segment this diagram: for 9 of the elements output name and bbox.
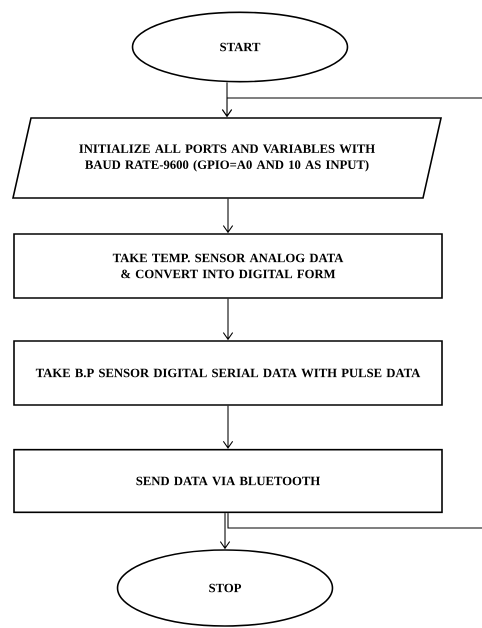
- input-parallelogram: INITIALIZE ALL PORTS AND VARIABLES WITH BAUD RATE-9600 (GPIO=A0 AND 10 AS INPUT): [12, 117, 442, 199]
- arrow: [222, 198, 234, 234]
- process-box: SEND DATA VIA BLUETOOTH: [13, 448, 443, 514]
- process-box: TAKE TEMP. SENSOR ANALOG DATA & CONVERT INTO DIGITAL FORM: [13, 233, 443, 299]
- arrow: [222, 298, 234, 340]
- arrow: [222, 97, 482, 118]
- arrow: [220, 513, 230, 550]
- process-box: TAKE B.P SENSOR DIGITAL SERIAL DATA WITH PULSE DATA: [13, 340, 443, 406]
- arrow: [222, 406, 234, 449]
